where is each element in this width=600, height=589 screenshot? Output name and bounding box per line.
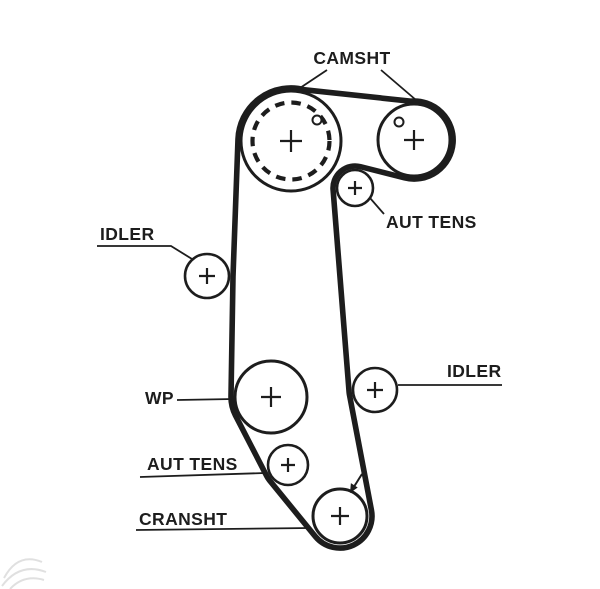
camshaft-leader-left bbox=[299, 69, 328, 89]
label-idler-left: IDLER bbox=[100, 224, 155, 244]
water-pump-center-mark bbox=[261, 387, 281, 407]
camshaft-right-bolt-hole bbox=[393, 116, 405, 128]
label-water-pump: WP bbox=[145, 388, 174, 408]
gates-watermark bbox=[1, 558, 47, 589]
camshaft-left-bolt-hole bbox=[311, 114, 323, 126]
label-idler-right: IDLER bbox=[447, 361, 502, 381]
rotation-arrow-icon bbox=[350, 473, 363, 493]
water-pump-leader bbox=[176, 398, 235, 401]
label-crankshaft: CRANSHT bbox=[139, 509, 227, 529]
idler-left-leader bbox=[97, 245, 193, 260]
camshaft-leader-right bbox=[380, 69, 417, 101]
camshaft-left-center-mark bbox=[280, 130, 302, 152]
camshaft-left-teeth-circle bbox=[250, 100, 332, 182]
idler-right-center-mark bbox=[367, 382, 383, 398]
label-tensioner-top: AUT TENS bbox=[386, 212, 477, 232]
tensioner-top-center-mark bbox=[348, 181, 362, 195]
tensioner-top-leader bbox=[369, 197, 385, 215]
idler-left-center-mark bbox=[199, 268, 215, 284]
crankshaft-center-mark bbox=[331, 507, 349, 525]
timing-belt bbox=[228, 85, 456, 551]
tensioner-bottom-center-mark bbox=[281, 458, 295, 472]
label-camshaft: CAMSHT bbox=[313, 48, 390, 68]
label-tensioner-bottom: AUT TENS bbox=[147, 454, 238, 474]
tensioner-bottom-leader bbox=[139, 472, 266, 478]
crankshaft-leader bbox=[135, 527, 312, 531]
camshaft-right-center-mark bbox=[404, 130, 424, 150]
